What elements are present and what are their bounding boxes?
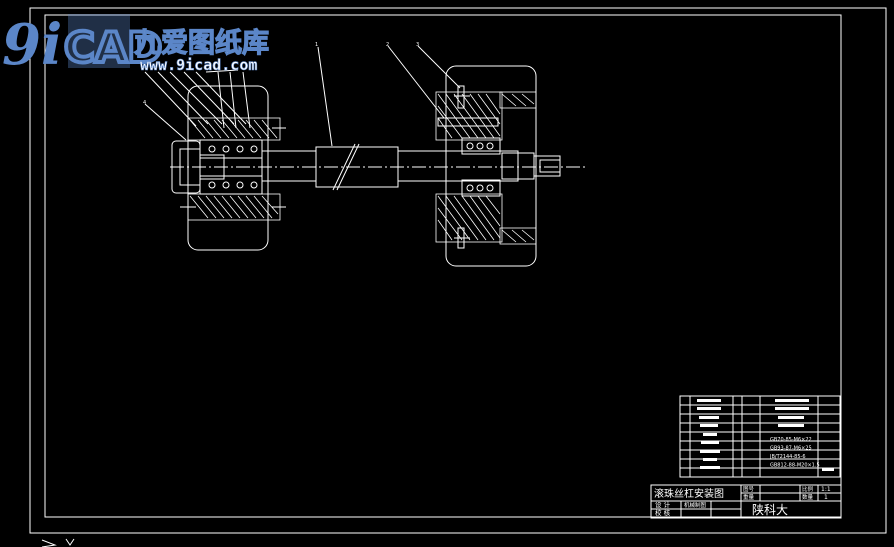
parts-code: GB93-87-M6×25 bbox=[770, 446, 812, 452]
left-housing bbox=[187, 85, 269, 251]
parts-code: GB812-88-M20×1.5 bbox=[770, 463, 820, 469]
right-hatch bbox=[435, 91, 537, 245]
left-bearings bbox=[199, 139, 263, 195]
break-line-1 bbox=[332, 143, 356, 191]
locknut bbox=[199, 154, 225, 180]
shaft-step-3 bbox=[539, 159, 561, 173]
left-leaders bbox=[144, 69, 251, 141]
svg-text:1: 1 bbox=[315, 42, 318, 48]
leader-numbers: 1 2 3 4 bbox=[143, 42, 419, 106]
logo-9i-glyph: 9i bbox=[2, 12, 62, 78]
col-label-weight: 重量 bbox=[743, 493, 755, 501]
parts-code: GB70-85-M6×22 bbox=[770, 437, 812, 443]
break-line-2 bbox=[336, 143, 360, 191]
qty-value: 1 bbox=[824, 494, 828, 501]
svg-text:4: 4 bbox=[143, 100, 146, 106]
left-hatch bbox=[187, 117, 281, 221]
scale-value: 1:1 bbox=[821, 486, 831, 493]
logo-cad-glyph: CAD bbox=[64, 23, 162, 72]
watermark-logo: 9i CAD 九爱图纸库 www.9icad.com bbox=[2, 12, 270, 78]
mounting-bolts bbox=[437, 85, 499, 249]
svg-text:3: 3 bbox=[416, 42, 419, 48]
right-leader-2 bbox=[417, 45, 461, 89]
school-name: 陕科大 bbox=[752, 502, 788, 517]
qty-label: 数量 bbox=[802, 493, 814, 501]
row-label-check: 校 核 bbox=[655, 508, 671, 517]
right-bearings bbox=[461, 137, 501, 197]
site-url: www.9icad.com bbox=[140, 56, 257, 74]
title-block bbox=[650, 484, 842, 519]
parts-list bbox=[679, 395, 841, 478]
col-label-drawing-no: 图号 bbox=[743, 485, 755, 493]
drawing-title: 滚珠丝杠安装图 bbox=[654, 487, 724, 500]
scale-label: 比例 bbox=[802, 485, 814, 493]
parts-codes: GB70-85-M6×22GB93-87-M6×25JB/T2144-85-6G… bbox=[769, 437, 820, 469]
shaft-step-2 bbox=[533, 155, 561, 177]
shaft-left bbox=[261, 150, 317, 182]
site-name: 九爱图纸库 bbox=[134, 27, 269, 59]
shaft-leader bbox=[317, 46, 333, 147]
svg-text:2: 2 bbox=[386, 42, 389, 48]
ucs-icon bbox=[41, 538, 75, 547]
inner-frame bbox=[44, 14, 842, 518]
row-label-design: 设 计 bbox=[655, 500, 671, 509]
parts-names-blurred bbox=[697, 399, 834, 471]
right-housing bbox=[445, 65, 537, 267]
logo-backdrop bbox=[68, 14, 130, 68]
parts-code: JB/T2144-85-6 bbox=[769, 454, 806, 460]
outer-frame bbox=[29, 7, 887, 534]
ball-screw-assembly bbox=[144, 45, 585, 267]
right-leader-1 bbox=[387, 45, 445, 119]
shaft-right bbox=[397, 150, 519, 182]
designer-name: 机械制图 bbox=[684, 501, 707, 509]
